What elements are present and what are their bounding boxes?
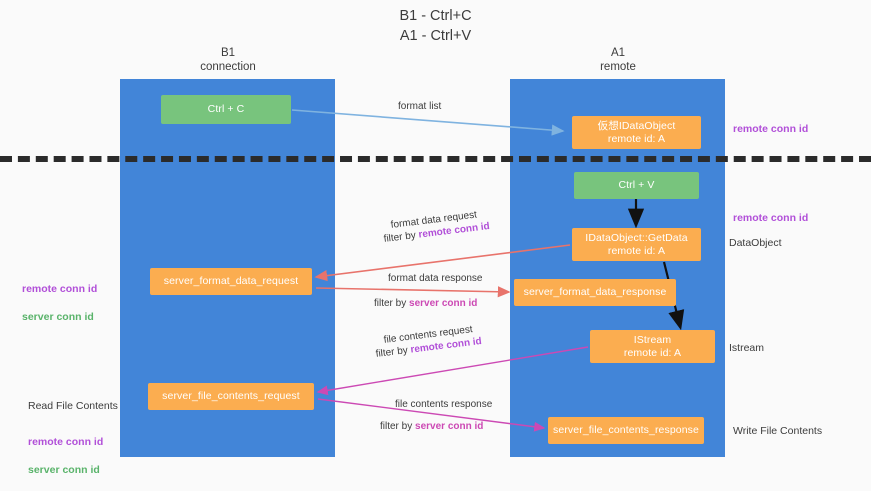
node-ctrl-v[interactable]: Ctrl + V — [574, 172, 699, 199]
diagram-canvas: B1 - Ctrl+C A1 - Ctrl+V B1 connection A1… — [0, 8, 871, 476]
legend-right-write-file-contents: Write File Contents — [733, 425, 823, 437]
legend-right-istream: Istream — [729, 342, 765, 354]
legend-right-remote-conn-id-top: remote conn id — [733, 123, 809, 135]
legend-server-conn-id: server conn id — [28, 464, 100, 476]
edge-label-file-contents-response-filter: filter by server conn id — [380, 420, 483, 434]
legend-server-conn-id: server conn id — [22, 311, 94, 323]
node-server-file-contents-response[interactable]: server_file_contents_response — [548, 417, 704, 444]
edge-label-file-contents-response: file contents response — [395, 399, 493, 410]
filter-key-server-conn-id: server conn id — [409, 298, 478, 309]
node-ctrl-c[interactable]: Ctrl + C — [161, 95, 291, 124]
legend-left-bottom: Read File Contents remote conn id server… — [28, 385, 118, 491]
filter-key-server-conn-id: server conn id — [415, 421, 484, 432]
node-server-format-data-request[interactable]: server_format_data_request — [150, 268, 312, 295]
node-server-file-contents-request[interactable]: server_file_contents_request — [148, 383, 314, 410]
edge-label-format-data-response: format data response — [388, 273, 483, 284]
node-server-format-data-response[interactable]: server_format_data_response — [514, 279, 676, 306]
swimlane-header-a1: A1 remote — [600, 47, 636, 73]
filter-prefix: filter by — [383, 229, 420, 245]
legend-read-file-contents: Read File Contents — [28, 400, 118, 412]
legend-right-dataobject: DataObject — [729, 237, 782, 249]
edge-label-format-list: format list — [398, 101, 442, 112]
filter-prefix: filter by — [374, 298, 410, 309]
legend-remote-conn-id: remote conn id — [28, 436, 104, 448]
node-idataobject[interactable]: 仮想IDataObject remote id: A — [572, 116, 701, 149]
edge-label-format-data-response-filter: filter by server conn id — [374, 297, 477, 311]
swimlane-header-b1: B1 connection — [200, 47, 256, 73]
filter-prefix: filter by — [380, 421, 416, 432]
page-title: B1 - Ctrl+C A1 - Ctrl+V — [399, 8, 472, 44]
legend-remote-conn-id: remote conn id — [22, 283, 98, 295]
filter-prefix: filter by — [375, 344, 412, 360]
phase-divider — [0, 156, 871, 162]
node-istream[interactable]: IStream remote id: A — [590, 330, 715, 363]
legend-right-remote-conn-id-mid: remote conn id — [733, 212, 809, 224]
legend-left-top: remote conn id server conn id — [22, 268, 97, 338]
node-idataobject-getdata[interactable]: IDataObject::GetData remote id: A — [572, 228, 701, 261]
